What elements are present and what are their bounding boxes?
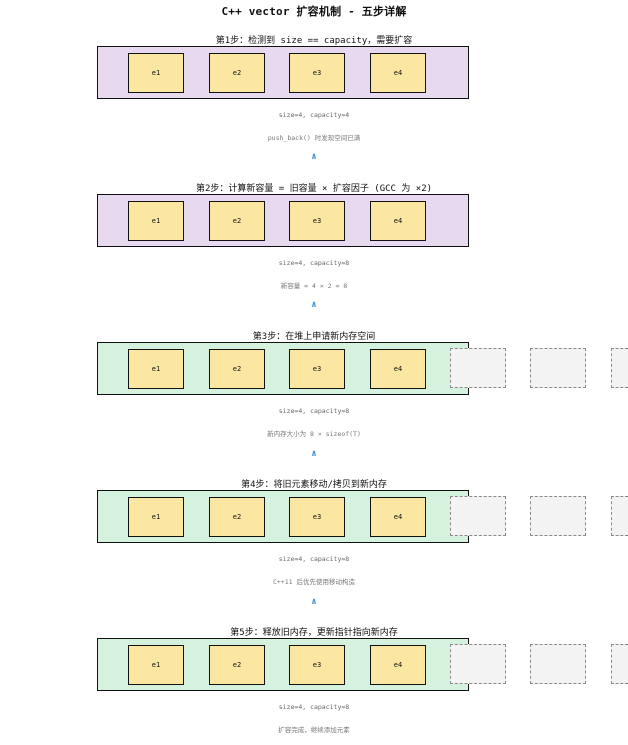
element-e3: e3 (289, 201, 345, 241)
element-e3: e3 (289, 349, 345, 389)
step-1-number: 第1步： (215, 36, 249, 46)
empty-slot (450, 348, 506, 388)
step-5-heading: 第5步：释放旧内存，更新指针指向新内存 (0, 625, 628, 638)
step-2-vector-memory: e1 e2 e3 e4 (97, 194, 469, 247)
element-e4: e4 (370, 497, 426, 537)
diagram-title: C++ vector 扩容机制 - 五步详解 (221, 5, 407, 18)
empty-slot (611, 496, 628, 536)
empty-slot (611, 348, 628, 388)
step-5-number: 第5步： (230, 628, 263, 638)
step-4-heading: 第4步：将旧元素移动/拷贝到新内存 (0, 477, 628, 490)
step-4-vector-memory: e1 e2 e3 e4 (97, 490, 469, 543)
empty-slot (450, 496, 506, 536)
empty-slot (611, 644, 628, 684)
element-e2: e2 (209, 201, 265, 241)
step-1-description: 检测到 size == capacity，需要扩容 (248, 36, 413, 46)
element-e2: e2 (209, 53, 265, 93)
step-5-description: 释放旧内存，更新指针指向新内存 (262, 628, 398, 638)
step-4-arrow-icon: ∧ (311, 597, 317, 607)
step-5-size-capacity: size=4, capacity=8 (278, 703, 350, 711)
step-5-note: 扩容完成，继续添加元素 (278, 726, 350, 734)
empty-slot (530, 496, 586, 536)
empty-slot (450, 644, 506, 684)
element-e3: e3 (289, 645, 345, 685)
element-e4: e4 (370, 349, 426, 389)
element-e4: e4 (370, 645, 426, 685)
step-2-description: 计算新容量 = 旧容量 × 扩容因子 (GCC 为 ×2) (228, 184, 433, 194)
element-e2: e2 (209, 645, 265, 685)
step-1-vector-memory: e1 e2 e3 e4 (97, 46, 469, 99)
step-5-vector-memory: e1 e2 e3 e4 (97, 638, 469, 691)
element-e4: e4 (370, 53, 426, 93)
step-1-size-capacity: size=4, capacity=4 (278, 111, 350, 119)
step-3-note: 新内存大小为 8 × sizeof(T) (267, 430, 361, 438)
step-3-arrow-icon: ∧ (311, 449, 317, 459)
step-3-vector-memory: e1 e2 e3 e4 (97, 342, 469, 395)
empty-slot (530, 348, 586, 388)
element-e2: e2 (209, 497, 265, 537)
step-2-size-capacity: size=4, capacity=8 (278, 259, 350, 267)
step-1-arrow-icon: ∧ (311, 152, 317, 162)
step-4-description: 将旧元素移动/拷贝到新内存 (273, 480, 387, 490)
step-4-number: 第4步： (241, 480, 274, 490)
step-3-heading: 第3步：在堆上申请新内存空间 (0, 329, 628, 342)
step-1-heading: 第1步：检测到 size == capacity，需要扩容 (0, 33, 628, 46)
element-e1: e1 (128, 349, 184, 389)
element-e3: e3 (289, 497, 345, 537)
step-1-note: push_back() 时发现空间已满 (267, 134, 361, 142)
step-2-arrow-icon: ∧ (311, 300, 317, 310)
element-e4: e4 (370, 201, 426, 241)
step-2-number: 第2步： (195, 184, 229, 194)
element-e3: e3 (289, 53, 345, 93)
step-2-heading: 第2步：计算新容量 = 旧容量 × 扩容因子 (GCC 为 ×2) (0, 181, 628, 194)
empty-slot (530, 644, 586, 684)
element-e2: e2 (209, 349, 265, 389)
step-4-size-capacity: size=4, capacity=8 (278, 555, 350, 563)
element-e1: e1 (128, 201, 184, 241)
step-2-note: 新容量 = 4 × 2 = 8 (280, 282, 348, 290)
step-3-description: 在堆上申请新内存空间 (285, 332, 376, 342)
element-e1: e1 (128, 53, 184, 93)
element-e1: e1 (128, 497, 184, 537)
element-e1: e1 (128, 645, 184, 685)
step-3-number: 第3步： (252, 332, 286, 342)
step-4-note: C++11 后优先使用移动构造 (273, 578, 355, 586)
step-3-size-capacity: size=4, capacity=8 (278, 407, 350, 415)
